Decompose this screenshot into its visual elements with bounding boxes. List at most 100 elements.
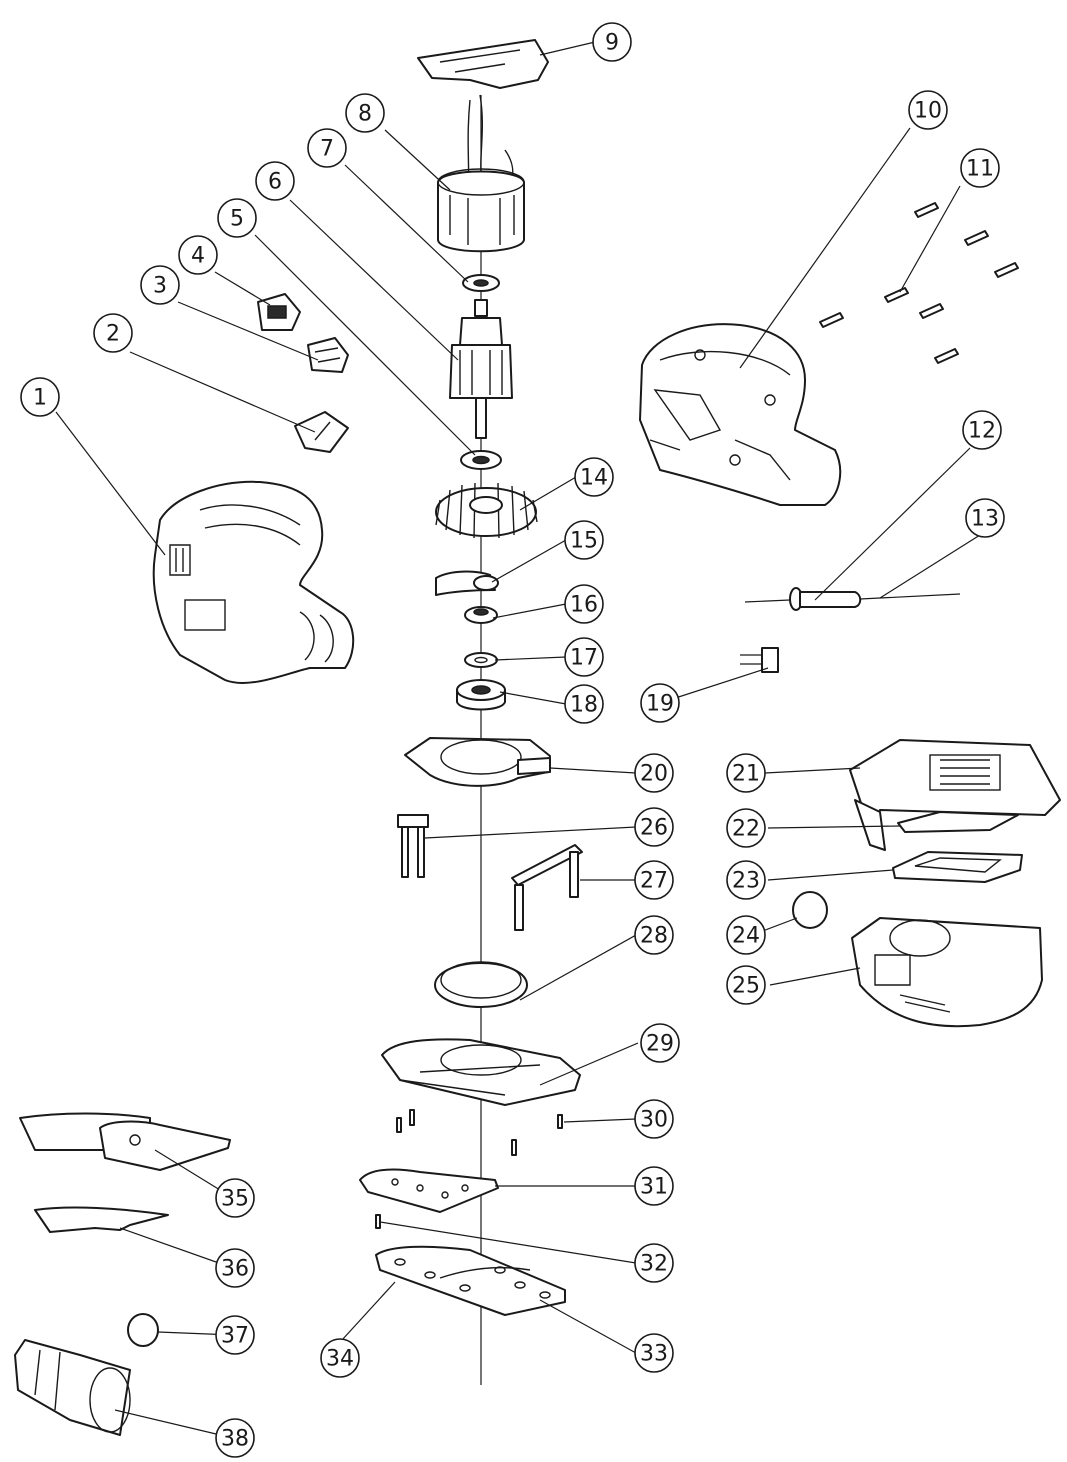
callout-circle (965, 498, 1005, 538)
callout-number: 23 (732, 869, 760, 894)
callout-circle (640, 683, 680, 723)
callout-circle (634, 807, 674, 847)
callout-circle (634, 753, 674, 793)
callout-number: 5 (230, 207, 244, 232)
part-18-bearing-ring (456, 679, 506, 711)
callout-5: 5 (217, 198, 257, 238)
callout-circle (634, 915, 674, 955)
callout-20: 20 (634, 753, 674, 793)
callout-26: 26 (634, 807, 674, 847)
callout-22: 22 (726, 808, 766, 848)
part-15-counterweight (435, 570, 499, 596)
callout-number: 28 (640, 924, 668, 949)
callout-number: 12 (968, 419, 996, 444)
callout-10: 10 (908, 90, 948, 130)
callout-8: 8 (345, 93, 385, 133)
callout-circle (634, 1099, 674, 1139)
callout-number: 32 (640, 1252, 668, 1277)
part-11-screws (819, 202, 1019, 364)
part-10-housing (639, 323, 842, 506)
callout-15: 15 (564, 520, 604, 560)
callout-36: 36 (215, 1248, 255, 1288)
callout-circle (140, 265, 180, 305)
callout-number: 2 (106, 322, 120, 347)
callout-circle (960, 148, 1000, 188)
callout-35: 35 (215, 1178, 255, 1218)
callout-number: 29 (646, 1032, 674, 1057)
callout-number: 31 (640, 1175, 668, 1200)
callout-number: 22 (732, 817, 760, 842)
callout-circle (908, 90, 948, 130)
callout-circle (574, 457, 614, 497)
callout-25: 25 (726, 965, 766, 1005)
callout-37: 37 (215, 1315, 255, 1355)
callout-16: 16 (564, 584, 604, 624)
callout-27: 27 (634, 860, 674, 900)
part-17-washer (464, 652, 498, 668)
part-38-dust-adapter (14, 1339, 131, 1436)
callout-circle (634, 1166, 674, 1206)
callout-circle (215, 1248, 255, 1288)
callout-34: 34 (320, 1338, 360, 1378)
part-16-bushing (464, 606, 498, 624)
part-30-screws (396, 1109, 563, 1156)
callout-number: 9 (605, 31, 619, 56)
callout-number: 4 (191, 244, 205, 269)
callout-1: 1 (20, 377, 60, 417)
part-6-armature (449, 299, 513, 439)
callout-circle (345, 93, 385, 133)
callout-circle (564, 637, 604, 677)
callout-7: 7 (307, 128, 347, 168)
callout-circle (93, 313, 133, 353)
callout-number: 24 (732, 924, 760, 949)
callout-circle (20, 377, 60, 417)
callout-32: 32 (634, 1243, 674, 1283)
callout-33: 33 (634, 1333, 674, 1373)
callout-14: 14 (574, 457, 614, 497)
leader-lines (55, 41, 981, 1439)
callout-number: 8 (358, 102, 372, 127)
callout-circle (307, 128, 347, 168)
callout-2: 2 (93, 313, 133, 353)
callout-number: 38 (221, 1427, 249, 1452)
part-7-bearing (462, 274, 500, 292)
callout-number: 7 (320, 137, 334, 162)
callout-number: 13 (971, 507, 999, 532)
callout-number: 21 (732, 762, 760, 787)
callout-number: 27 (640, 869, 668, 894)
callout-6: 6 (255, 161, 295, 201)
callout-30: 30 (634, 1099, 674, 1139)
part-12-13-pin (744, 587, 961, 611)
callout-12: 12 (962, 410, 1002, 450)
callout-number: 11 (966, 157, 994, 182)
callout-13: 13 (965, 498, 1005, 538)
callout-number: 18 (570, 693, 598, 718)
part-27-rubber-leg (511, 844, 583, 931)
part-24-o-ring (792, 891, 828, 929)
callout-number: 19 (646, 692, 674, 717)
callout-29: 29 (640, 1023, 680, 1063)
callout-circle (962, 410, 1002, 450)
callout-circle (178, 235, 218, 275)
callout-circle (592, 22, 632, 62)
part-19-connector (740, 647, 779, 673)
part-20-bearing-holder (404, 737, 551, 787)
callout-number: 25 (732, 974, 760, 999)
callout-number: 17 (570, 646, 598, 671)
callout-circle (634, 1333, 674, 1373)
part-8-stator (437, 94, 525, 253)
callout-number: 26 (640, 816, 668, 841)
part-37-o-ring (127, 1313, 159, 1347)
callout-circle (320, 1338, 360, 1378)
callout-number: 10 (914, 99, 942, 124)
part-26-rubber-leg (397, 814, 429, 878)
callout-circle (726, 753, 766, 793)
callout-circle (640, 1023, 680, 1063)
callout-number: 3 (153, 274, 167, 299)
part-9-switch-plate (417, 39, 549, 89)
callout-number: 36 (221, 1257, 249, 1282)
callout-24: 24 (726, 915, 766, 955)
part-33-34-sanding-sheet (375, 1245, 566, 1316)
